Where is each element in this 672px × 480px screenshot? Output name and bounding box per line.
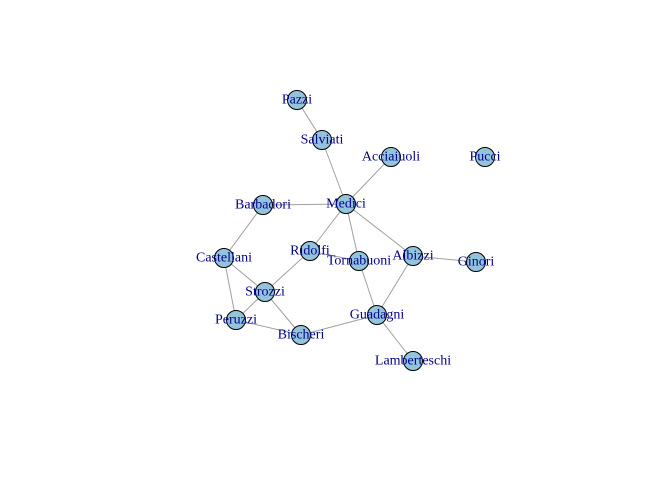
edge-albizzi-guadagni — [376, 255, 414, 316]
node-circle-guadagni — [367, 305, 387, 325]
node-circle-acciaiuoli — [381, 147, 401, 167]
node-circle-medici — [336, 194, 356, 214]
node-label-strozzi: Strozzi — [245, 285, 285, 300]
node-circle-ridolfi — [300, 241, 320, 261]
node-label-ginori: Ginori — [458, 255, 495, 270]
node-circle-salviati — [312, 130, 332, 150]
node-label-ridolfi: Ridolfi — [290, 244, 330, 259]
node-bischeri: Bischeri — [278, 325, 325, 345]
edge-medici-albizzi — [345, 203, 414, 257]
edge-ridolfi-strozzi — [264, 250, 311, 293]
node-label-albizzi: Albizzi — [392, 249, 433, 264]
node-ginori: Ginori — [458, 252, 495, 272]
node-medici: Medici — [326, 194, 366, 214]
node-circle-pazzi — [287, 90, 307, 110]
node-circle-peruzzi — [226, 310, 246, 330]
node-label-guadagni: Guadagni — [350, 308, 405, 323]
node-circle-ginori — [466, 252, 486, 272]
node-peruzzi: Peruzzi — [215, 310, 257, 330]
node-pucci: Pucci — [469, 147, 501, 167]
node-circle-lamberteschi — [403, 351, 423, 371]
node-label-salviati: Salviati — [301, 133, 344, 148]
node-label-peruzzi: Peruzzi — [215, 313, 257, 328]
node-lamberteschi: Lamberteschi — [375, 351, 451, 371]
node-label-pazzi: Pazzi — [282, 93, 312, 108]
node-label-castellani: Castellani — [196, 251, 252, 266]
edge-barbadori-castellani — [223, 204, 264, 259]
node-label-medici: Medici — [326, 197, 366, 212]
node-circle-barbadori — [253, 195, 273, 215]
node-castellani: Castellani — [196, 248, 252, 268]
node-label-barbadori: Barbadori — [235, 198, 291, 213]
node-label-pucci: Pucci — [469, 150, 500, 165]
node-circle-tornabuoni — [349, 251, 369, 271]
node-barbadori: Barbadori — [235, 195, 291, 215]
node-tornabuoni: Tornabuoni — [327, 251, 391, 271]
node-circle-strozzi — [255, 282, 275, 302]
node-circle-pucci — [475, 147, 495, 167]
edge-bischeri-guadagni — [300, 314, 378, 336]
edge-albizzi-ginori — [412, 255, 477, 263]
node-circle-bischeri — [291, 325, 311, 345]
node-label-bischeri: Bischeri — [278, 328, 325, 343]
node-label-tornabuoni: Tornabuoni — [327, 254, 391, 269]
node-circle-albizzi — [403, 246, 423, 266]
node-salviati: Salviati — [301, 130, 344, 150]
node-albizzi: Albizzi — [392, 246, 434, 266]
edge-barbadori-medici — [262, 203, 347, 206]
edge-peruzzi-bischeri — [235, 319, 302, 336]
edge-acciaiuoli-medici — [345, 156, 392, 205]
node-circle-castellani — [214, 248, 234, 268]
node-acciaiuoli: Acciaiuoli — [362, 147, 420, 167]
node-label-acciaiuoli: Acciaiuoli — [362, 150, 420, 165]
node-pazzi: Pazzi — [282, 90, 312, 110]
node-guadagni: Guadagni — [350, 305, 405, 325]
node-ridolfi: Ridolfi — [290, 241, 330, 261]
node-label-lamberteschi: Lamberteschi — [375, 354, 451, 369]
edge-salviati-medici — [321, 139, 347, 205]
node-strozzi: Strozzi — [245, 282, 285, 302]
edge-castellani-peruzzi — [223, 257, 237, 321]
